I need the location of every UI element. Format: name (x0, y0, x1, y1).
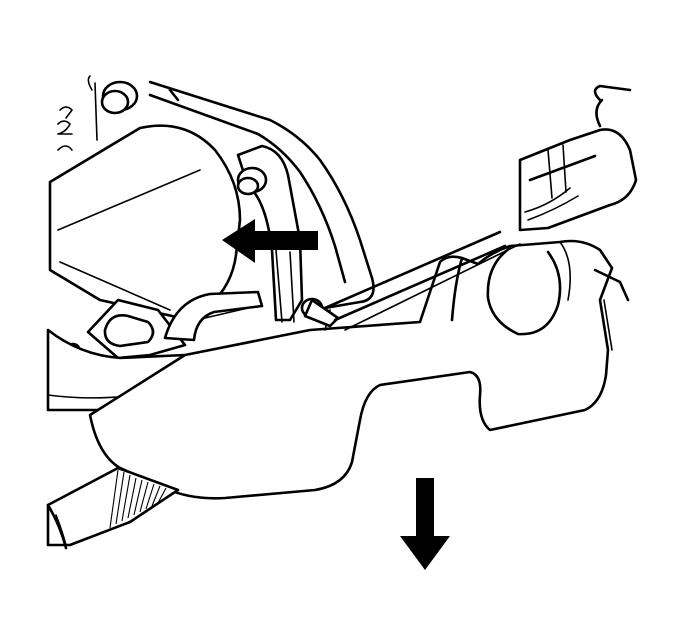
steering-column-shroud (88, 239, 614, 500)
steering-shaft (46, 466, 180, 550)
top-grommet (100, 80, 139, 115)
down-arrow-indicator (400, 478, 450, 570)
right-shroud-edge (593, 268, 630, 351)
left-arrow-indicator (222, 219, 318, 263)
mounting-pin (300, 297, 340, 328)
instrument-panel-frame (57, 75, 375, 310)
latch-tab (65, 290, 264, 360)
module-housing (48, 124, 242, 322)
column-tube (323, 84, 638, 322)
